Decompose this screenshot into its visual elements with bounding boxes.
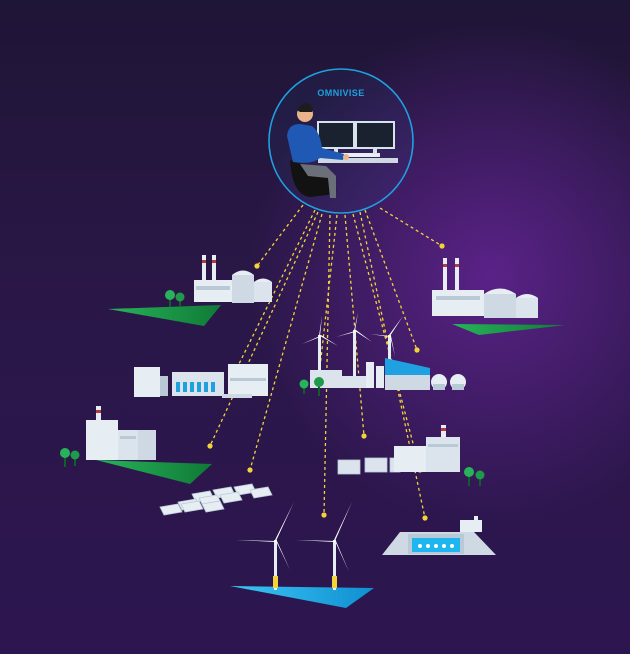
tree-icon bbox=[299, 377, 324, 396]
connector-line bbox=[209, 211, 319, 447]
power-plant-icon bbox=[432, 258, 566, 335]
connector-line bbox=[344, 214, 365, 437]
connector-line bbox=[317, 214, 338, 386]
power-plant-icon bbox=[134, 364, 268, 398]
power-plant-icon bbox=[394, 425, 460, 472]
hub-label: OMNIVISE bbox=[296, 88, 386, 98]
connector-dot bbox=[361, 433, 367, 439]
connector-dot bbox=[254, 263, 260, 269]
connector-line bbox=[323, 214, 331, 516]
tree-icon bbox=[165, 290, 185, 307]
connector-dot bbox=[321, 512, 327, 518]
connector-line bbox=[352, 213, 421, 471]
connector-line bbox=[364, 209, 418, 351]
solar-panel-icon bbox=[159, 483, 273, 516]
wind-turbine-icon bbox=[230, 502, 374, 608]
hydro-dam-icon bbox=[382, 516, 496, 555]
connector-dot bbox=[207, 443, 213, 449]
power-plant-icon bbox=[86, 406, 212, 484]
power-plant-icon bbox=[310, 358, 466, 390]
tree-icon bbox=[464, 467, 485, 486]
solar-panel-icon bbox=[337, 457, 401, 475]
connector-dot bbox=[414, 347, 420, 353]
connector-dot bbox=[422, 515, 428, 521]
connector-dot bbox=[439, 243, 445, 249]
connector-line bbox=[379, 207, 443, 247]
power-plant-icon bbox=[108, 255, 272, 326]
connector-line bbox=[249, 213, 323, 471]
connector-line bbox=[256, 204, 304, 267]
tree-icon bbox=[60, 448, 80, 467]
operator-at-workstation-icon bbox=[268, 68, 414, 214]
connector-dot bbox=[247, 467, 253, 473]
